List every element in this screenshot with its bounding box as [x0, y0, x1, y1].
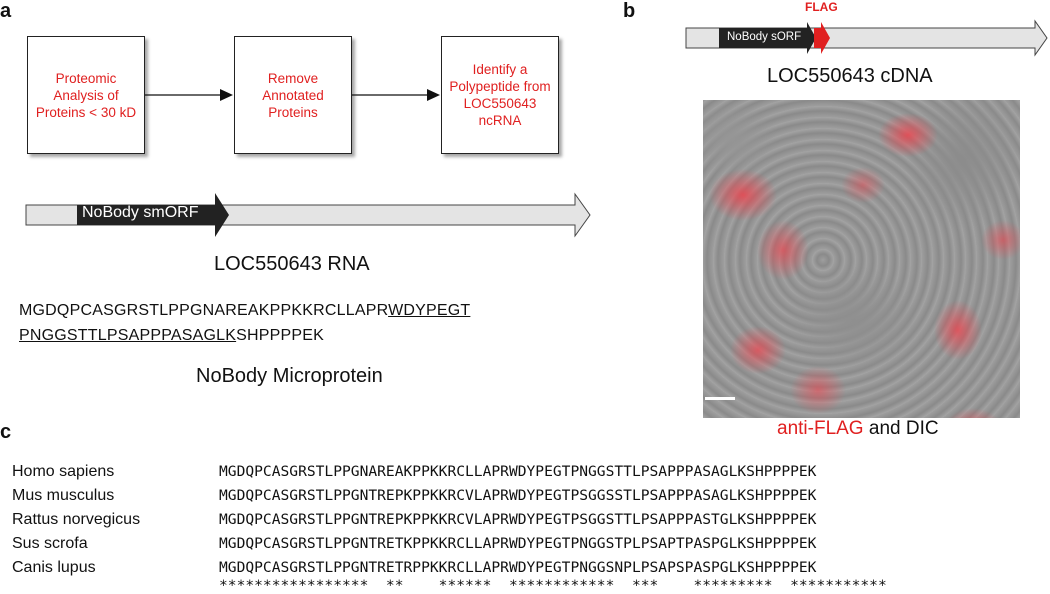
cdna-sorf-arrow: [719, 22, 816, 54]
rna-smorf-label: NoBody smORF: [82, 204, 199, 221]
organism-label-canis-lupus: Canis lupus: [12, 559, 96, 576]
micrograph-caption-black: and DIC: [863, 418, 939, 439]
microprotein-caption: NoBody Microprotein: [196, 365, 383, 387]
alignment-consensus: ***************** ** ****** ************…: [219, 577, 887, 594]
rna-smorf-arrow: [77, 193, 229, 237]
rna-caption: LOC550643 RNA: [214, 253, 370, 275]
anti-flag-dic-micrograph: [703, 100, 1020, 418]
micrograph-caption-red: anti-FLAG: [777, 418, 864, 439]
flowchart-box-identify-polypeptide: Identify a Polypeptide from LOC550643 nc…: [441, 36, 559, 154]
flowchart-arrows: [145, 89, 440, 101]
flowchart-box-remove-annotated: Remove Annotated Proteins: [234, 36, 352, 154]
scale-bar: [705, 397, 735, 400]
sequence-line-2-plain: SHPPPPEK: [236, 327, 324, 344]
micrograph-caption: anti-FLAG and DIC: [777, 418, 939, 440]
sequence-line-1-plain: MGDQPCASGRSTLPPGNAREAKPPKKRCLLAPR: [19, 302, 389, 319]
flag-tag-arrow: [814, 22, 830, 54]
flowchart-arrowhead-2: [427, 89, 440, 101]
sequence-line-2-underlined: PNGGSTTLPSAPPPASAGLK: [19, 327, 237, 344]
panel-label-a: a: [0, 0, 12, 22]
alignment-sequence-rattus-norvegicus: MGDQPCASGRSTLPPGNTREPKPPKKRCVLAPRWDYPEGT…: [219, 511, 817, 528]
alignment-sequence-sus-scrofa: MGDQPCASGRSTLPPGNTRETKPPKKRCLLAPRWDYPEGT…: [219, 535, 817, 552]
panel-label-c: c: [0, 421, 12, 443]
organism-label-sus-scrofa: Sus scrofa: [12, 535, 88, 552]
alignment-sequence-homo-sapiens: MGDQPCASGRSTLPPGNAREAKPPKKRCLLAPRWDYPEGT…: [219, 463, 817, 480]
cdna-diagram: [685, 19, 1048, 57]
flowchart-arrowhead-1: [220, 89, 233, 101]
sequence-line-1-underlined: WDYPEGT: [388, 302, 471, 319]
alignment-sequence-canis-lupus: MGDQPCASGRSTLPPGNTRETRPPKKRCLLAPRWDYPEGT…: [219, 559, 817, 576]
organism-label-homo-sapiens: Homo sapiens: [12, 463, 115, 480]
flag-tag-label: FLAG: [805, 0, 838, 14]
cdna-caption: LOC550643 cDNA: [767, 65, 933, 87]
flowchart-box-proteomics: Proteomic Analysis of Proteins < 30 kD: [27, 36, 145, 154]
sequence-line-1: MGDQPCASGRSTLPPGNAREAKPPKKRCLLAPRWDYPEGT: [19, 302, 470, 320]
cdna-sorf-label: NoBody sORF: [727, 31, 802, 43]
alignment-sequence-mus-musculus: MGDQPCASGRSTLPPGNTREPKPPKKRCVLAPRWDYPEGT…: [219, 487, 817, 504]
organism-label-mus-musculus: Mus musculus: [12, 487, 115, 504]
panel-label-b: b: [623, 0, 636, 22]
organism-label-rattus-norvegicus: Rattus norvegicus: [12, 511, 141, 528]
rna-diagram: [25, 192, 591, 238]
sequence-line-2: PNGGSTTLPSAPPPASAGLKSHPPPPEK: [19, 327, 324, 345]
